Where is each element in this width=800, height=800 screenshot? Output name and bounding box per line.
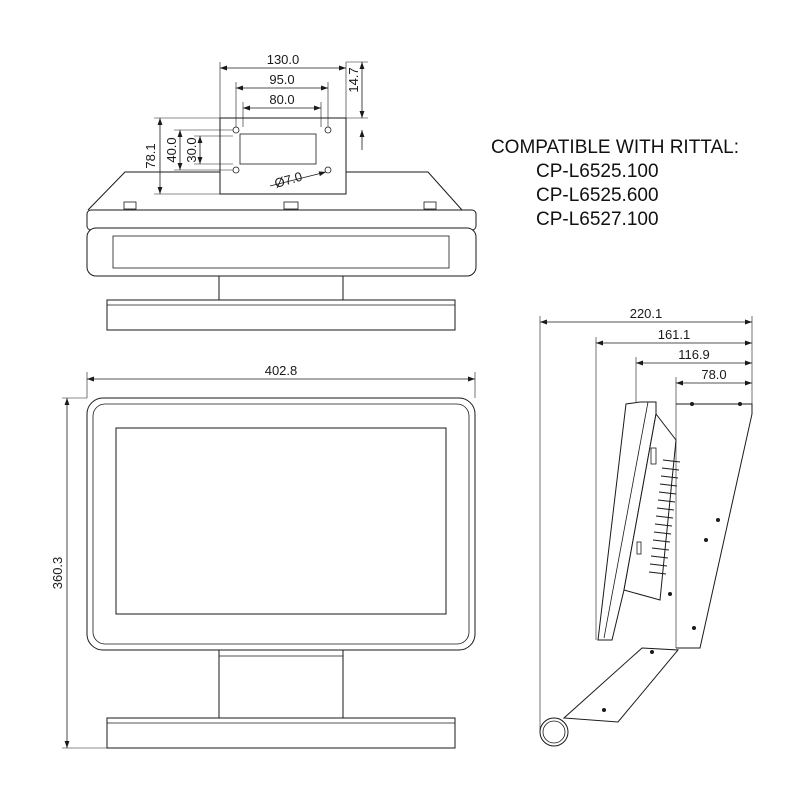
stand-base [106, 299, 456, 331]
side-vents [648, 459, 681, 575]
dim-height-total: 78.1 [143, 143, 158, 168]
dim-width-outer: 130.0 [267, 52, 300, 67]
top-view: 130.0 95.0 80.0 78.1 40.0 30.0 [86, 52, 477, 331]
front-view: 402.8 360.3 [50, 363, 476, 749]
compatible-model: CP-L6527.100 [536, 209, 659, 230]
compatible-model: CP-L6525.600 [536, 185, 659, 206]
vent-clip [123, 201, 137, 210]
side-bracket [676, 403, 753, 649]
dim-depth-total: 220.1 [630, 306, 663, 321]
bezel-top [86, 209, 477, 231]
compatibility-note: COMPATIBLE WITH RITTAL: CP-L6525.100 CP-… [470, 136, 760, 232]
dim-hole-spacing-inner: 80.0 [269, 92, 294, 107]
dim-depth-4: 78.0 [701, 367, 726, 382]
mount-hole [324, 166, 332, 174]
front-stand-base [106, 717, 456, 749]
vesa-plate-slot [239, 133, 317, 165]
dim-depth-3: 116.9 [678, 347, 710, 362]
monitor-screen [115, 427, 447, 615]
monitor-bezel-outer [86, 397, 476, 651]
monitor-bezel-inner [92, 403, 470, 645]
stand-column [218, 275, 344, 304]
dim-height: 360.3 [50, 557, 65, 590]
rear-housing [87, 171, 463, 211]
dim-hole-diameter: Ø7.0 [273, 169, 304, 191]
side-pivot-tube-inner [542, 720, 566, 744]
compatible-model: CP-L6525.100 [536, 161, 659, 182]
side-pivot-tube [539, 717, 569, 747]
dim-hole-spacing-outer: 95.0 [269, 72, 294, 87]
vent-clip [283, 201, 299, 210]
side-monitor-front [597, 401, 657, 641]
front-stand-column [218, 649, 344, 721]
top-view-screen [112, 235, 450, 269]
side-connector [650, 447, 657, 465]
side-view: 220.1 161.1 116.9 78.0 [539, 306, 753, 747]
dim-width: 402.8 [265, 363, 298, 378]
front-view-dimensions: 402.8 360.3 [50, 363, 476, 749]
side-button [636, 541, 642, 555]
compatibility-heading: COMPATIBLE WITH RITTAL: [490, 137, 740, 158]
top-view-dimensions: 130.0 95.0 80.0 78.1 40.0 30.0 [143, 52, 368, 195]
dim-offset-top: 14.7 [346, 67, 361, 92]
side-view-dimensions: 220.1 161.1 116.9 78.0 [539, 306, 753, 732]
side-monitor-edge [603, 401, 649, 639]
dim-height-holes-inner: 30.0 [184, 137, 199, 162]
leader-hole-diameter [269, 171, 327, 187]
vent-clip [423, 201, 437, 210]
dim-height-holes-outer: 40.0 [164, 137, 179, 162]
bezel-front [86, 227, 477, 277]
dim-depth-2: 161.1 [658, 327, 691, 342]
side-arm [562, 647, 680, 723]
